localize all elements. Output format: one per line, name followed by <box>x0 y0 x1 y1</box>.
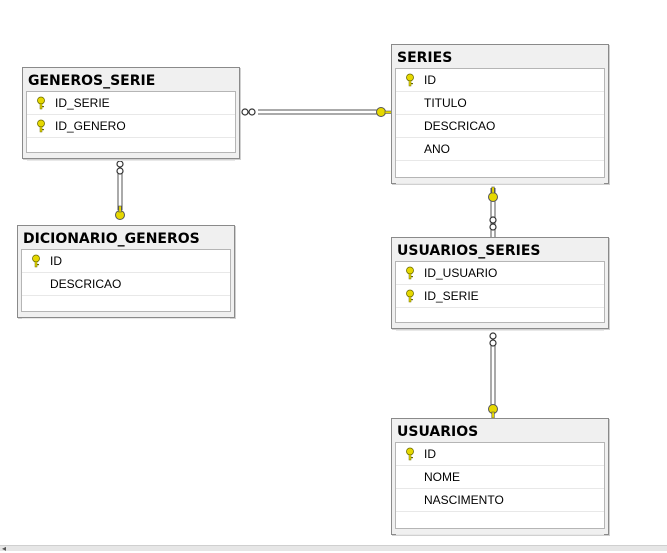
column-row[interactable]: TITULO <box>396 92 604 115</box>
column-row[interactable]: ANO <box>396 138 604 161</box>
infinity-icon <box>489 332 497 347</box>
infinity-icon <box>489 216 497 231</box>
column-label: ID_SERIE <box>424 289 479 303</box>
column-row[interactable]: ID <box>22 250 230 273</box>
key-icon <box>406 73 414 87</box>
table-title: USUARIOS <box>397 424 479 440</box>
column-row[interactable]: NOME <box>396 466 604 489</box>
column-grid: ID DESCRICAO <box>21 249 231 319</box>
column-row[interactable]: DESCRICAO <box>396 115 604 138</box>
column-label: ID <box>50 254 62 268</box>
empty-row[interactable] <box>396 308 604 331</box>
key-icon <box>406 266 414 280</box>
table-usuarios[interactable]: USUARIOS ID NOME NASCIMENTO <box>391 418 609 535</box>
empty-row[interactable] <box>396 512 604 535</box>
rel-usuarios-series-usuarios[interactable] <box>488 332 498 419</box>
column-row[interactable]: ID_GENERO <box>27 115 235 138</box>
column-grid: ID TITULO DESCRICAO ANO <box>395 68 605 184</box>
column-label: ID_USUARIO <box>424 266 498 280</box>
column-label: ID_SERIE <box>55 96 110 110</box>
key-icon <box>32 254 40 268</box>
column-grid: ID NOME NASCIMENTO <box>395 442 605 535</box>
table-generos-serie[interactable]: GENEROS_SERIE ID_SERIE ID_GENERO <box>22 67 240 161</box>
column-label: ANO <box>424 142 451 156</box>
column-label: NOME <box>424 470 460 484</box>
column-row[interactable]: ID_SERIE <box>396 285 604 308</box>
empty-row[interactable] <box>27 138 235 161</box>
table-usuarios-series[interactable]: USUARIOS_SERIES ID_USUARIO ID_SERIE <box>391 237 609 331</box>
table-series[interactable]: SERIES ID TITULO DESCRICAO ANO <box>391 44 609 184</box>
table-title: GENEROS_SERIE <box>28 73 156 89</box>
column-label: TITULO <box>424 96 467 110</box>
rel-generos-serie-dicionario[interactable] <box>115 160 125 220</box>
empty-row[interactable] <box>22 296 230 319</box>
column-row[interactable]: ID <box>396 443 604 466</box>
key-icon <box>115 205 125 220</box>
column-label: DESCRICAO <box>50 277 122 291</box>
key-icon <box>37 119 45 133</box>
column-label: DESCRICAO <box>424 119 496 133</box>
empty-row[interactable] <box>396 161 604 184</box>
infinity-icon <box>116 160 124 175</box>
key-icon <box>37 96 45 110</box>
column-label: ID_GENERO <box>55 119 126 133</box>
column-row[interactable]: DESCRICAO <box>22 273 230 296</box>
column-label: ID <box>424 447 436 461</box>
scroll-left-icon[interactable]: ◂ <box>2 544 7 553</box>
rel-generos-serie-series[interactable] <box>241 107 393 117</box>
key-icon <box>406 447 414 461</box>
infinity-icon <box>241 108 256 116</box>
horizontal-scrollbar[interactable]: ◂ <box>0 544 667 553</box>
column-row[interactable]: ID_SERIE <box>27 92 235 115</box>
table-title: SERIES <box>397 50 453 66</box>
key-icon <box>376 107 393 117</box>
table-title: DICIONARIO_GENEROS <box>23 231 200 247</box>
column-label: ID <box>424 73 436 87</box>
key-icon <box>406 289 414 303</box>
column-row[interactable]: NASCIMENTO <box>396 489 604 512</box>
column-grid: ID_USUARIO ID_SERIE <box>395 261 605 331</box>
column-row[interactable]: ID <box>396 69 604 92</box>
column-row[interactable]: ID_USUARIO <box>396 262 604 285</box>
table-dicionario-generos[interactable]: DICIONARIO_GENEROS ID DESCRICAO <box>17 225 235 319</box>
column-label: NASCIMENTO <box>424 493 504 507</box>
rel-usuarios-series-series[interactable] <box>488 186 498 237</box>
column-grid: ID_SERIE ID_GENERO <box>26 91 236 161</box>
table-title: USUARIOS_SERIES <box>397 243 541 259</box>
key-icon <box>488 186 498 202</box>
key-icon <box>488 404 498 419</box>
